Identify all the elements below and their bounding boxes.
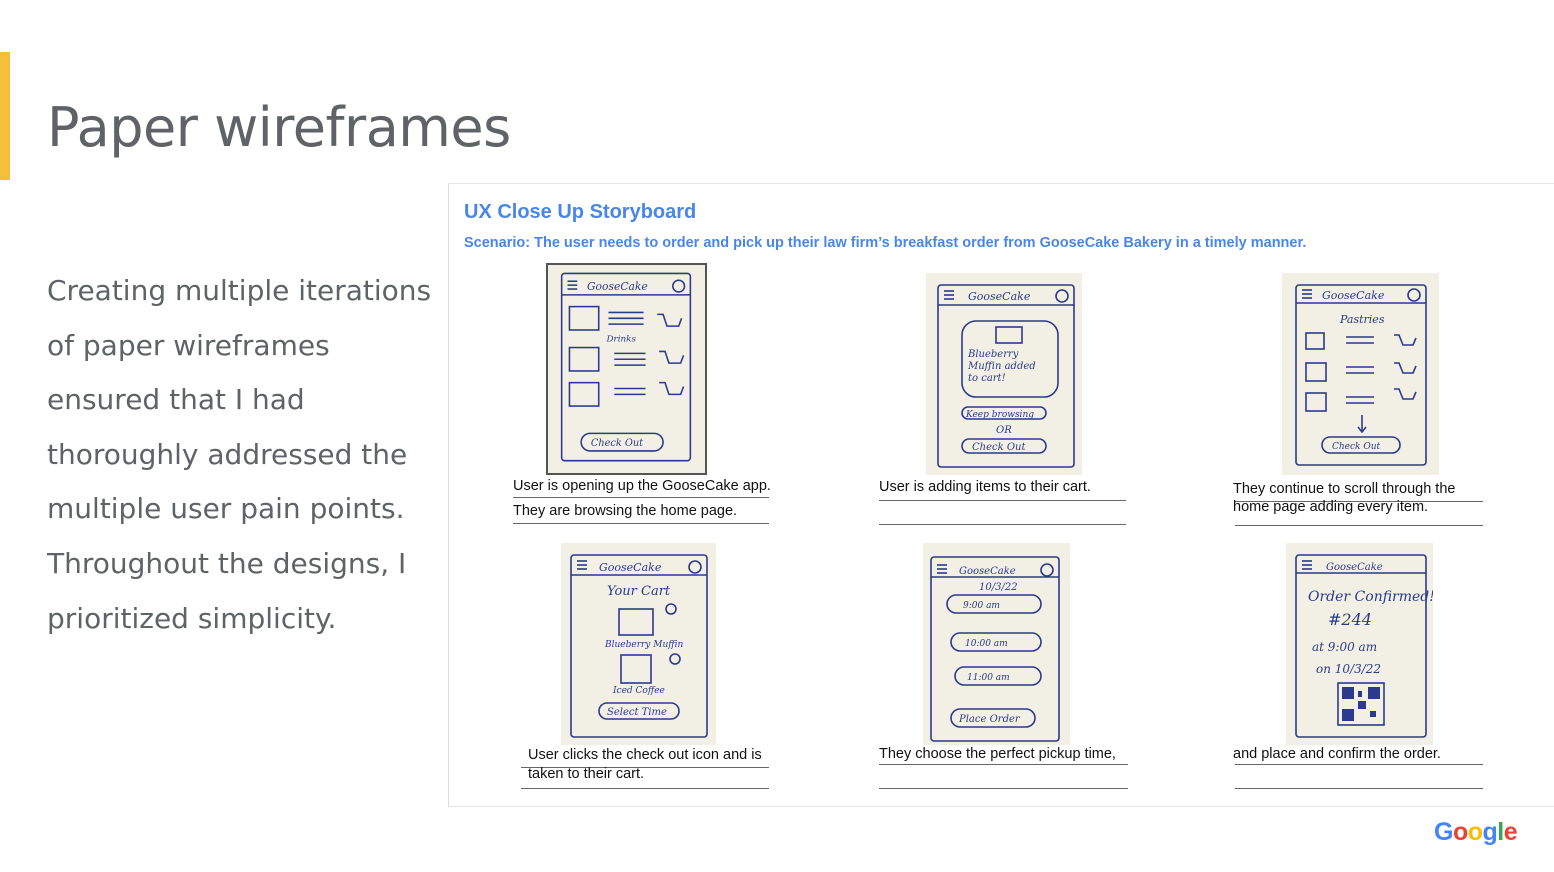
svg-text:GooseCake: GooseCake xyxy=(1326,562,1383,573)
svg-text:9:00 am: 9:00 am xyxy=(963,601,1000,611)
slide-title: Paper wireframes xyxy=(47,96,511,159)
svg-text:GooseCake: GooseCake xyxy=(599,561,662,574)
wireframe-sketch-pastries: GooseCake Pastries Check Out xyxy=(1282,273,1439,475)
svg-text:GooseCake: GooseCake xyxy=(959,566,1016,577)
frame-3-caption-1: They continue to scroll through the xyxy=(1233,481,1456,497)
svg-text:10/3/22: 10/3/22 xyxy=(979,582,1018,593)
svg-text:Keep browsing: Keep browsing xyxy=(965,410,1034,420)
frame-5-caption-1: They choose the perfect pickup time, xyxy=(879,746,1116,762)
caption-line xyxy=(879,524,1126,525)
wireframe-sketch-cart: GooseCake Your Cart Blueberry Muffin Ice… xyxy=(561,543,716,745)
caption-line xyxy=(521,767,769,768)
caption-line xyxy=(879,764,1128,765)
svg-text:Check Out: Check Out xyxy=(1332,442,1381,452)
frame-6-caption-1: and place and confirm the order. xyxy=(1233,746,1441,762)
caption-line xyxy=(1235,501,1483,502)
caption-line xyxy=(1235,525,1483,526)
caption-line xyxy=(513,523,769,524)
frame-1-caption-1: User is opening up the GooseCake app. xyxy=(513,478,771,494)
wireframe-sketch-added-to-cart: GooseCake Blueberry Muffin added to cart… xyxy=(926,273,1082,475)
sketch-button: Check Out xyxy=(591,438,643,449)
svg-text:11:00 am: 11:00 am xyxy=(967,673,1010,683)
caption-line xyxy=(879,500,1126,501)
caption-line xyxy=(879,788,1128,789)
svg-text:Pastries: Pastries xyxy=(1339,313,1385,326)
google-logo: Google xyxy=(1434,818,1518,846)
svg-text:#244: #244 xyxy=(1328,610,1372,629)
svg-text:on 10/3/22: on 10/3/22 xyxy=(1316,662,1381,676)
wireframe-sketch-home: GooseCake Drinks Check Out xyxy=(546,263,707,475)
wireframe-sketch-order-confirmed: GooseCake Order Confirmed! #244 at 9:00 … xyxy=(1286,543,1433,745)
svg-text:Blueberry: Blueberry xyxy=(967,349,1019,360)
frame-4-caption-1: User clicks the check out icon and is xyxy=(528,747,762,763)
svg-text:to cart!: to cart! xyxy=(968,373,1006,384)
svg-text:Blueberry Muffin: Blueberry Muffin xyxy=(604,640,684,650)
caption-line xyxy=(521,788,769,789)
svg-text:10:00 am: 10:00 am xyxy=(965,639,1008,649)
svg-text:Your Cart: Your Cart xyxy=(607,584,671,599)
svg-text:Iced Coffee: Iced Coffee xyxy=(612,686,665,696)
caption-line xyxy=(1235,764,1483,765)
svg-text:OR: OR xyxy=(996,425,1012,436)
sketch-app-name: GooseCake xyxy=(587,280,648,293)
accent-bar xyxy=(0,52,10,180)
svg-text:at 9:00 am: at 9:00 am xyxy=(1312,640,1377,654)
svg-text:GooseCake: GooseCake xyxy=(968,290,1031,303)
frame-3-caption-2: home page adding every item. xyxy=(1233,499,1429,515)
frame-4-caption-2: taken to their cart. xyxy=(528,766,645,782)
svg-text:Order Confirmed!: Order Confirmed! xyxy=(1308,589,1433,605)
svg-text:Place Order: Place Order xyxy=(958,714,1021,725)
storyboard-title: UX Close Up Storyboard xyxy=(464,201,697,223)
storyboard-image: UX Close Up Storyboard Scenario: The use… xyxy=(448,183,1554,807)
caption-line xyxy=(1235,788,1483,789)
slide-body-text: Creating multiple iterations of paper wi… xyxy=(47,274,432,635)
sketch-category: Drinks xyxy=(606,335,637,345)
svg-text:Select Time: Select Time xyxy=(607,707,667,718)
storyboard-scenario: Scenario: The user needs to order and pi… xyxy=(464,235,1307,251)
svg-text:Check Out: Check Out xyxy=(972,442,1026,453)
svg-text:Muffin added: Muffin added xyxy=(967,361,1036,372)
svg-text:GooseCake: GooseCake xyxy=(1322,289,1385,302)
frame-1-caption-2: They are browsing the home page. xyxy=(513,503,738,519)
frame-2-caption-1: User is adding items to their cart. xyxy=(879,479,1091,495)
wireframe-sketch-pickup-time: GooseCake 10/3/22 9:00 am 10:00 am 11:00… xyxy=(923,543,1070,745)
caption-line xyxy=(513,497,769,498)
